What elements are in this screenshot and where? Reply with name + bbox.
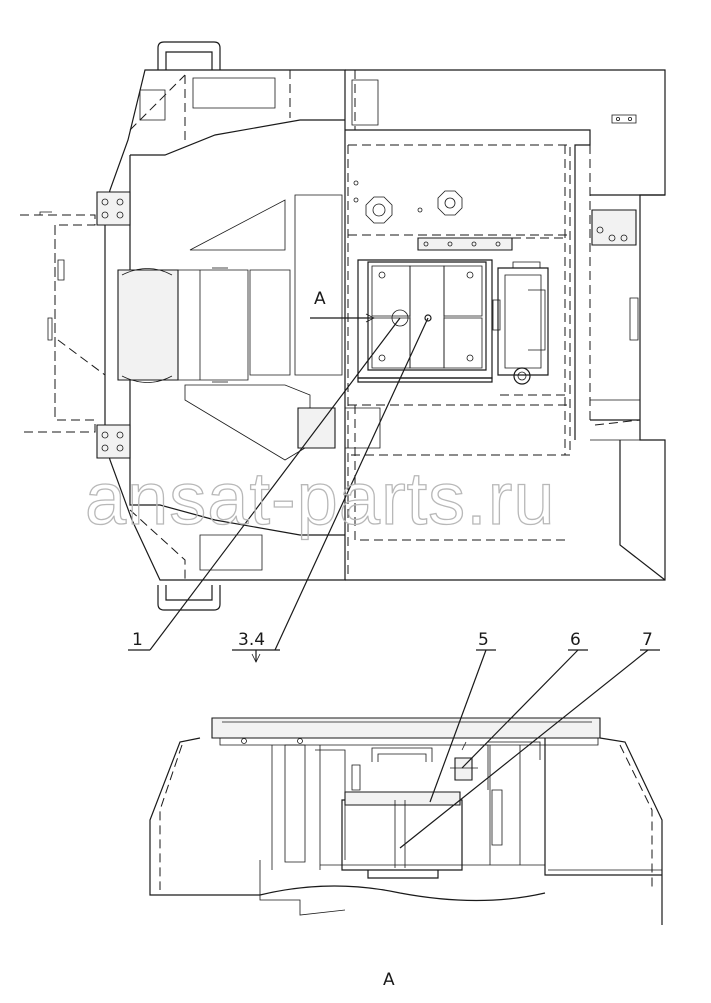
plan-view xyxy=(20,41,666,611)
view-marker-top: A xyxy=(314,289,326,309)
view-marker-bottom: A xyxy=(383,970,395,990)
watermark: ansat-parts.ru xyxy=(85,457,556,540)
callout-3-4: 3.4 xyxy=(238,630,265,650)
callout-1: 1 xyxy=(132,630,143,650)
callout-5: 5 xyxy=(478,630,489,650)
callout-7: 7 xyxy=(642,630,653,650)
section-view-a xyxy=(149,717,663,925)
callout-6: 6 xyxy=(570,630,581,650)
leader-lines xyxy=(128,313,660,849)
